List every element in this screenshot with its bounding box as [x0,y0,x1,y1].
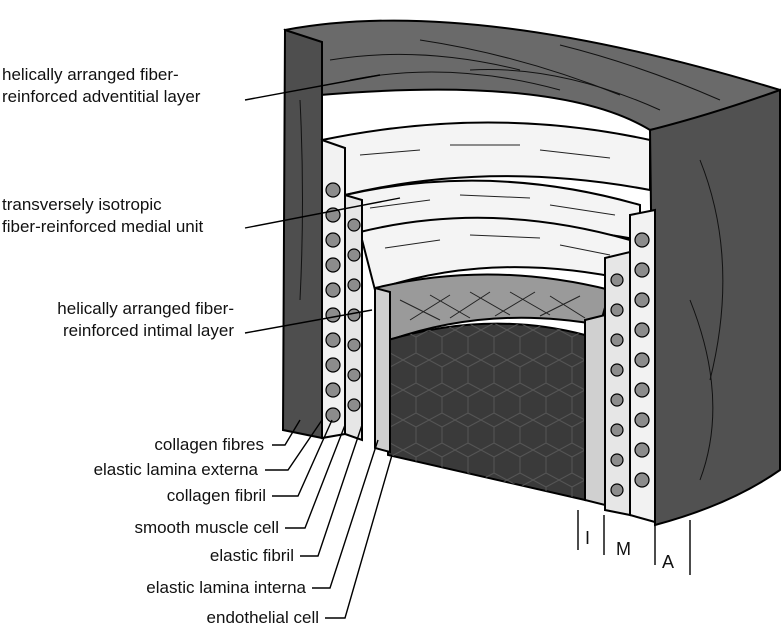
leader-elastic-lamina-externa [265,419,323,471]
layer-marker-adventitia: A [662,552,675,572]
label-elastic-lamina-interna: elastic lamina interna [146,578,306,597]
smooth-muscle-cells-right [610,232,650,497]
leader-lines [244,74,401,619]
label-medial-unit: transversely isotropic fiber-reinforced … [2,194,203,238]
smooth-muscle-cells-left [325,182,361,423]
layer-marker-intima: I [585,528,591,548]
leader-adventitia [244,74,381,101]
label-adventitial-layer: helically arranged fiber- reinforced adv… [2,64,200,108]
leader-smooth-muscle-cell [285,424,346,529]
intima-left-cut-face [374,286,391,454]
label-adventitial-line-2: reinforced adventitial layer [2,87,201,106]
label-medial-line-1: transversely isotropic [2,195,162,214]
media-right-cut-face-2 [604,250,631,517]
label-collagen-fibres: collagen fibres [154,435,264,454]
label-intimal-line-1: helically arranged fiber- [57,299,234,318]
leader-collagen-fibres [272,419,301,446]
leader-collagen-fibril [272,419,333,497]
media-band-1 [320,121,651,197]
label-elastic-fibril: elastic fibril [209,546,294,565]
leader-media [244,197,401,229]
leader-endothelial-cell [325,454,393,619]
leader-elastic-fibril [300,424,363,557]
label-smooth-muscle-cell: smooth muscle cell [134,518,279,537]
label-endothelial-cell: endothelial cell [206,608,319,627]
layer-brackets [577,510,691,575]
label-intimal-line-2: reinforced intimal layer [62,321,234,340]
intima-fibers [399,291,586,321]
media-fibers [359,144,616,256]
leader-elastic-lamina-interna [312,439,379,589]
label-collagen-fibril: collagen fibril [166,486,266,505]
label-intimal-layer: helically arranged fiber- reinforced int… [57,298,234,342]
leader-intima [244,309,373,334]
layer-marker-media: M [616,539,631,559]
adventitia-right-wall [648,88,781,527]
endothelial-cell-pattern [388,323,585,500]
label-elastic-lamina-externa: elastic lamina externa [93,460,258,479]
intima-right-cut-face [584,313,606,507]
label-adventitial-line-1: helically arranged fiber- [2,65,179,84]
label-medial-line-2: fiber-reinforced medial unit [2,217,204,236]
